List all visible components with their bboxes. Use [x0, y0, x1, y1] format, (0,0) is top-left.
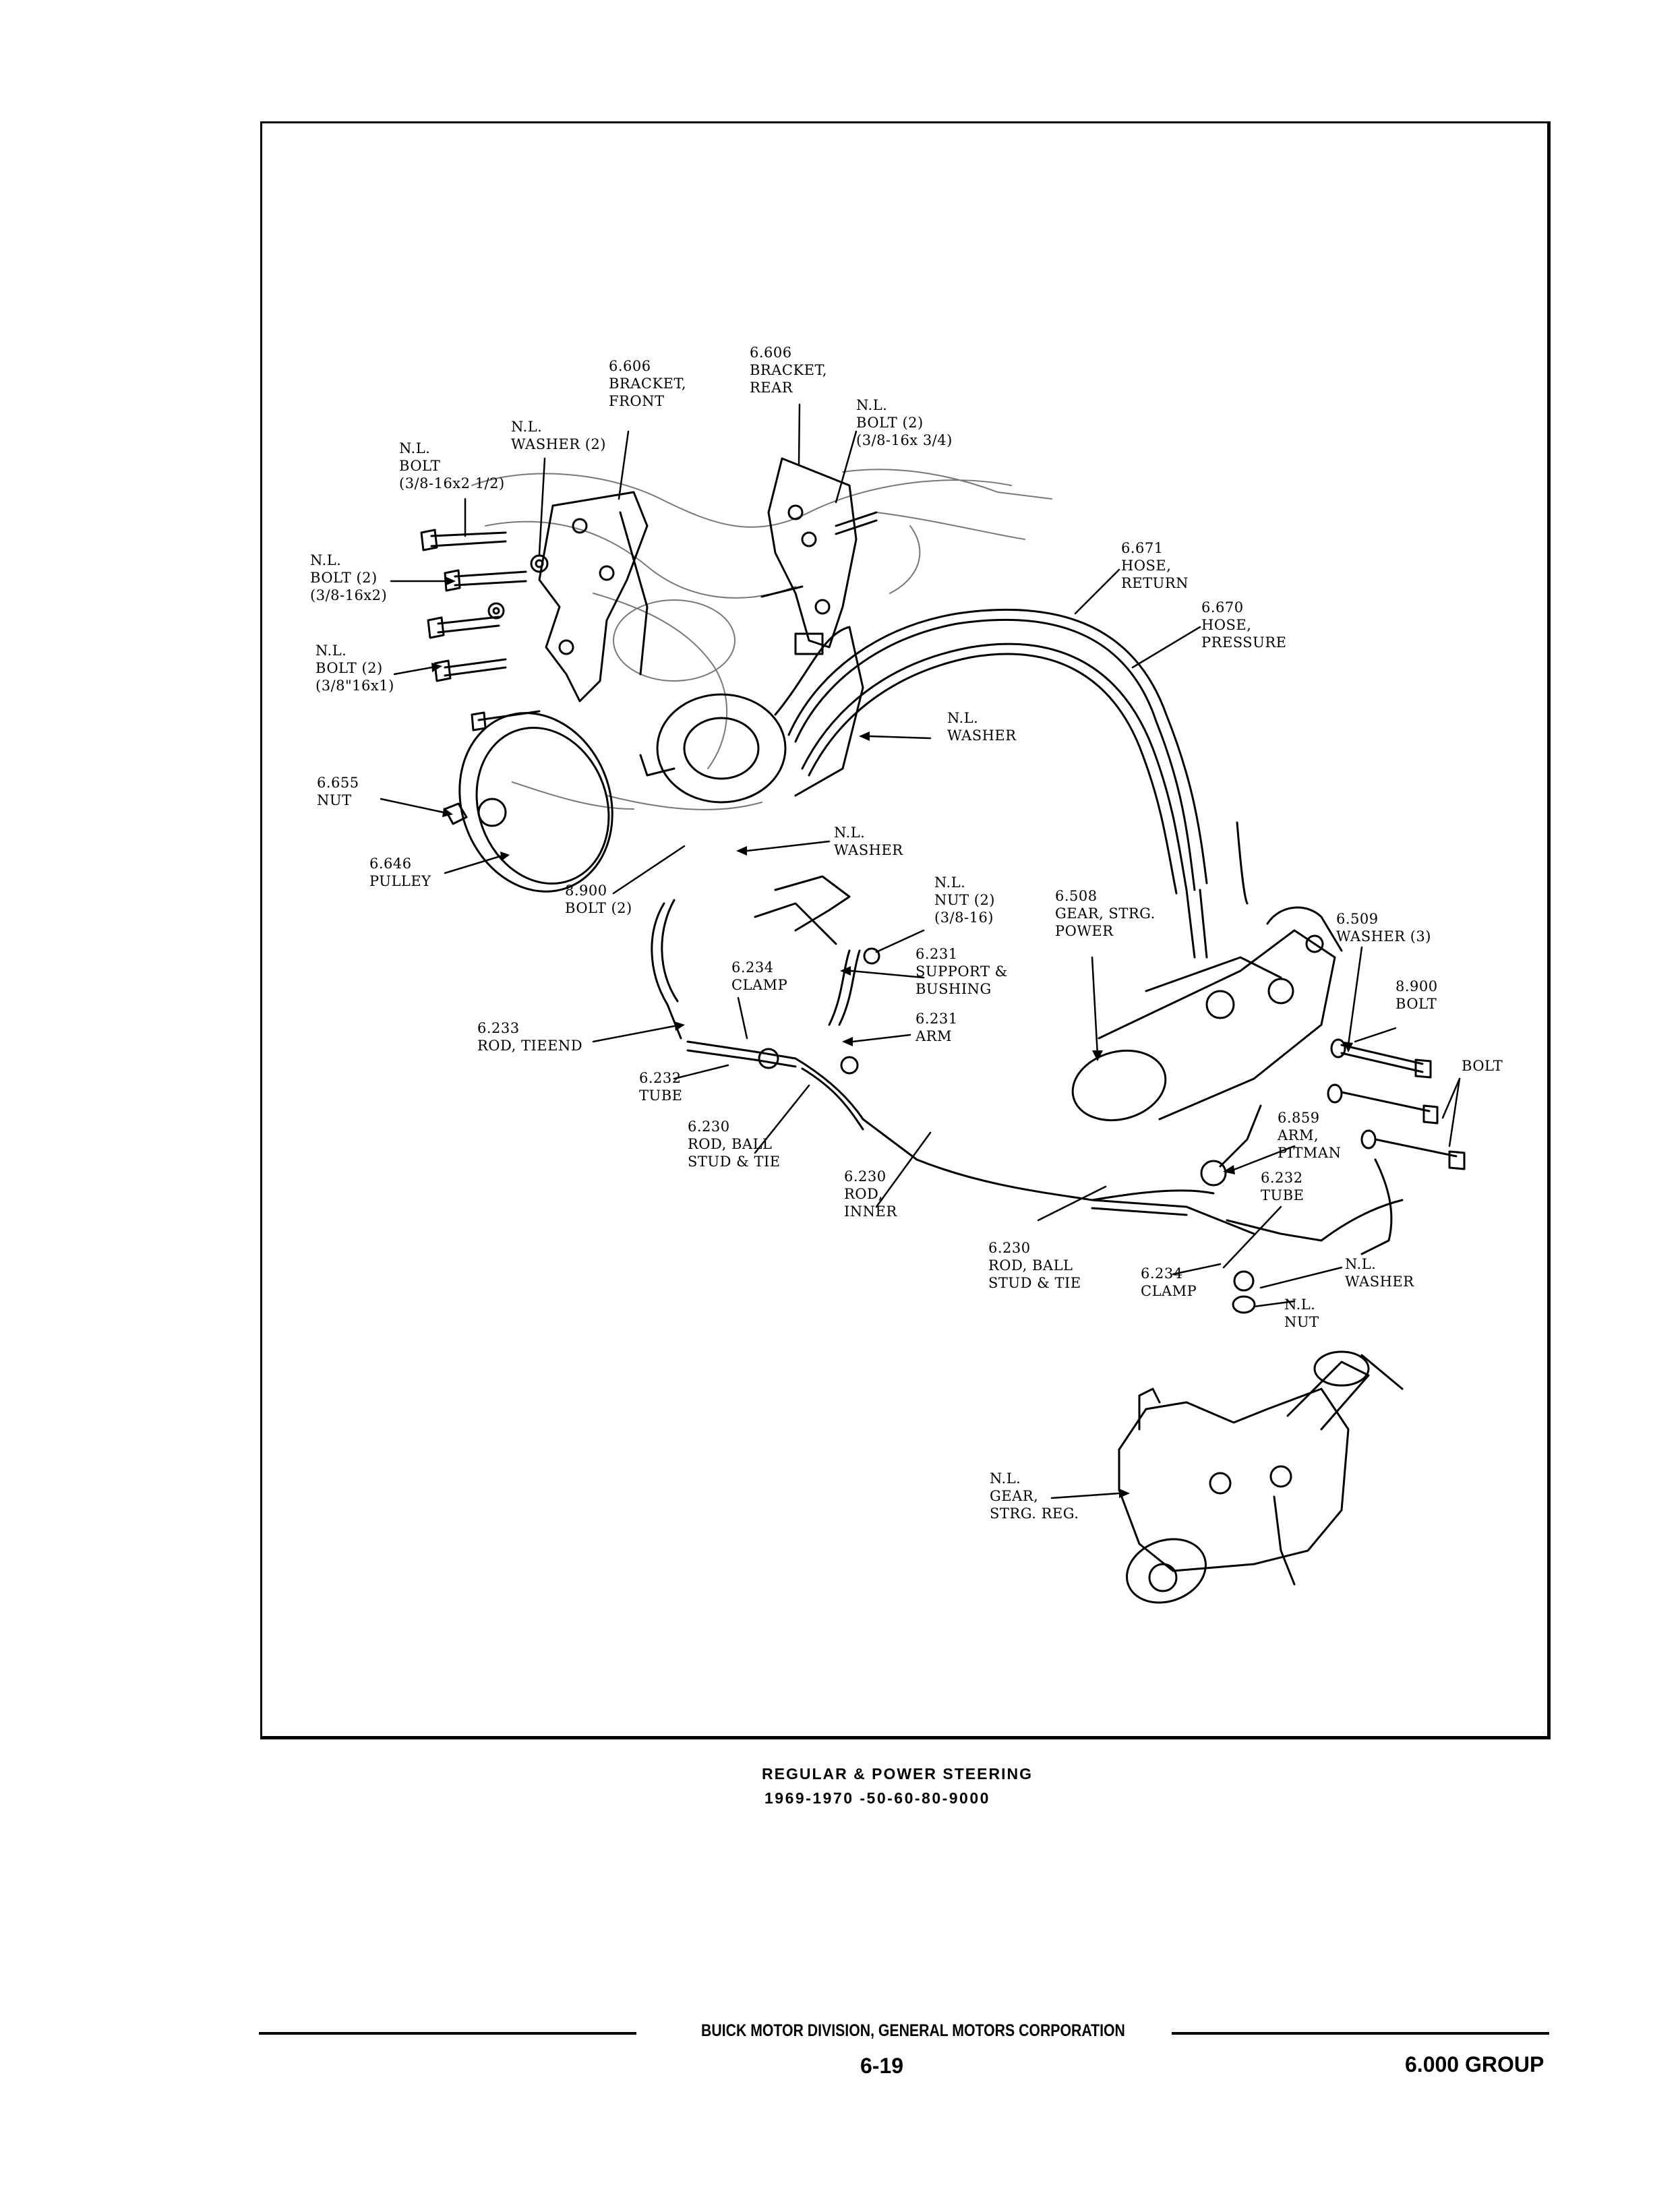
- label-hose-return: 6.671 HOSE, RETURN: [1121, 540, 1189, 591]
- mounting-bolts: [420, 511, 878, 731]
- diagram-frame: [260, 121, 1551, 1739]
- label-tube-6232-b: 6.232 TUBE: [1261, 1170, 1304, 1203]
- caption-title: REGULAR & POWER STEERING: [762, 1765, 1033, 1783]
- label-bracket-front: 6.606 BRACKET, FRONT: [609, 358, 687, 409]
- power-steering-pump: [639, 626, 864, 804]
- label-nl-washer-c: N.L. WASHER: [1345, 1256, 1414, 1290]
- label-nl-washer-2: N.L. WASHER (2): [511, 419, 606, 452]
- manual-steering-gear: [1118, 1350, 1404, 1604]
- label-nl-washer-a: N.L. WASHER: [947, 710, 1017, 744]
- footer-rule-right: [1172, 2032, 1549, 2035]
- leader-lines: [380, 403, 1461, 1499]
- label-rod-ball-a: 6.230 ROD, BALL STUD & TIE: [688, 1118, 781, 1170]
- label-bolt-8900-2: 8.900 BOLT (2): [565, 883, 632, 916]
- label-nl-bolt-2-16x2: N.L. BOLT (2) (3/8-16x2): [310, 552, 388, 603]
- footer-page-number: 6-19: [860, 2054, 904, 2078]
- arrow-heads: [431, 576, 1353, 1498]
- footer-company: BUICK MOTOR DIVISION, GENERAL MOTORS COR…: [701, 2021, 1125, 2040]
- label-rod-tieend: 6.233 ROD, TIEEND: [477, 1020, 583, 1054]
- hoses: [787, 608, 1249, 959]
- label-bolt-8900: 8.900 BOLT: [1396, 978, 1438, 1012]
- label-rod-ball-b: 6.230 ROD, BALL STUD & TIE: [988, 1240, 1081, 1291]
- label-clamp-6234-b: 6.234 CLAMP: [1141, 1265, 1197, 1299]
- pulley-drawing: [444, 712, 613, 893]
- label-nl-bolt-2-12: N.L. BOLT (3/8-16x2 1/2): [399, 440, 505, 491]
- label-nl-bolt-2-16x1: N.L. BOLT (2) (3/8"16x1): [316, 643, 394, 694]
- label-bracket-rear: 6.606 BRACKET, REAR: [750, 345, 828, 396]
- engine-background: [471, 469, 1052, 810]
- footer-group: 6.000 GROUP: [1405, 2052, 1544, 2077]
- front-bracket: [538, 491, 649, 703]
- label-arm-6231: 6.231 ARM: [916, 1011, 958, 1044]
- caption-models: 1969-1970 -50-60-80-9000: [764, 1789, 990, 1807]
- label-nl-nut-2: N.L. NUT (2) (3/8-16): [934, 874, 996, 926]
- label-nl-bolt-2-34: N.L. BOLT (2) (3/8-16x 3/4): [856, 397, 953, 448]
- label-nl-nut: N.L. NUT: [1284, 1296, 1319, 1330]
- label-tube-6232-a: 6.232 TUBE: [639, 1070, 683, 1104]
- label-nl-gear-strg-reg: N.L. GEAR, STRG. REG.: [990, 1470, 1079, 1522]
- label-pulley: 6.646 PULLEY: [369, 856, 431, 889]
- label-gear-strg-power: 6.508 GEAR, STRG. POWER: [1055, 888, 1156, 939]
- power-steering-gear: [1071, 906, 1343, 1122]
- rear-bracket: [767, 457, 858, 649]
- label-hose-pressure: 6.670 HOSE, PRESSURE: [1201, 599, 1287, 651]
- label-support-bushing: 6.231 SUPPORT & BUSHING: [916, 946, 1008, 997]
- label-rod-inner: 6.230 ROD, INNER: [844, 1168, 897, 1220]
- footer-rule-left: [259, 2032, 636, 2035]
- label-arm-pitman: 6.859 ARM, PITMAN: [1278, 1110, 1342, 1161]
- label-nl-washer-b: N.L. WASHER: [834, 825, 903, 858]
- label-bolt-right: BOLT: [1462, 1058, 1503, 1074]
- gear-bolts: [1327, 1038, 1466, 1170]
- steering-linkage: [651, 875, 1404, 1314]
- label-clamp-6234-a: 6.234 CLAMP: [731, 959, 788, 993]
- label-washer-6509: 6.509 WASHER (3): [1336, 911, 1431, 945]
- label-nut-6655: 6.655 NUT: [317, 775, 359, 808]
